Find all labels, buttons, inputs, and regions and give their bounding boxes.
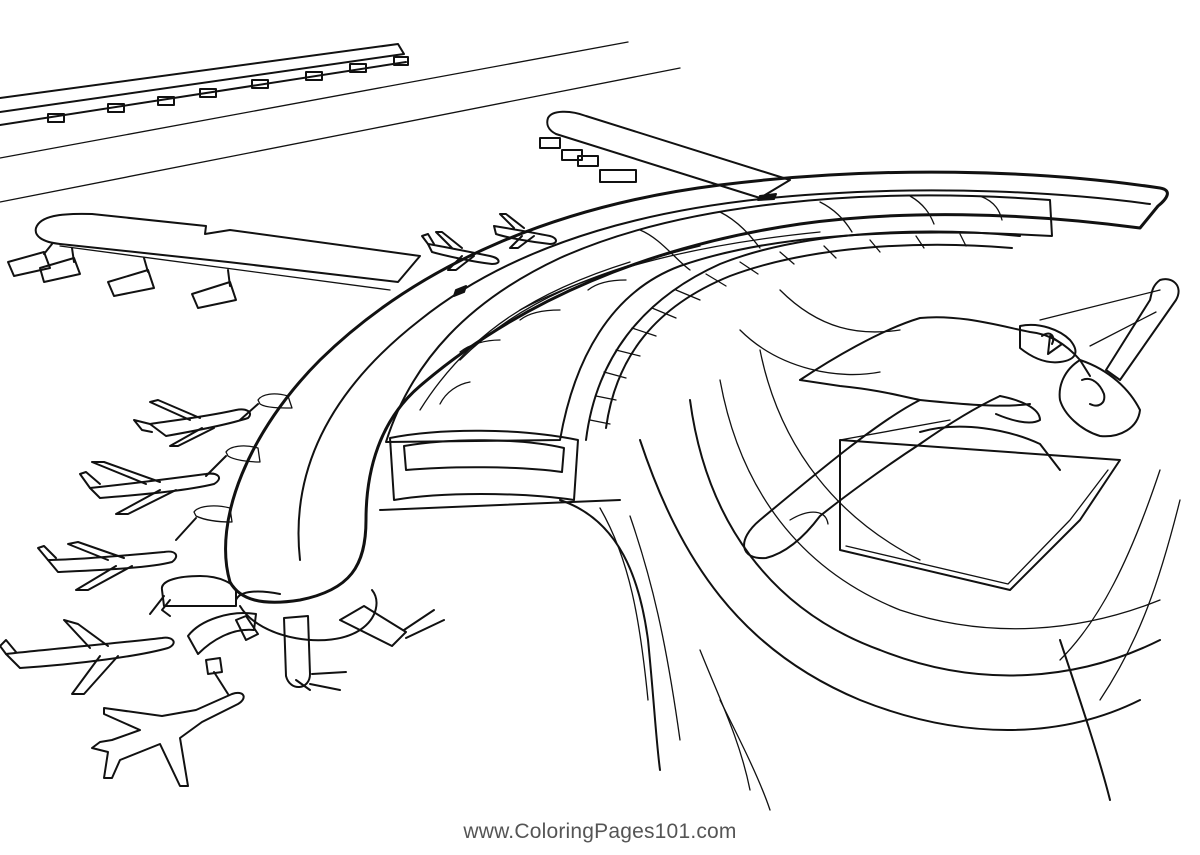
control-tower bbox=[743, 316, 1141, 560]
upper-pier bbox=[539, 110, 791, 199]
terminal-roof bbox=[224, 170, 1169, 604]
watermark-text: www.ColoringPages101.com bbox=[463, 820, 737, 843]
airplane-4 bbox=[0, 619, 175, 695]
airplanes bbox=[0, 213, 557, 787]
left-pier bbox=[7, 212, 421, 309]
gate-hub bbox=[149, 393, 445, 695]
airplane-5 bbox=[91, 692, 245, 787]
roads bbox=[379, 349, 1181, 811]
airplane-3 bbox=[37, 541, 178, 591]
airplane-2 bbox=[79, 461, 221, 515]
pier-gates bbox=[7, 243, 237, 309]
runway-lights bbox=[47, 56, 409, 123]
airplane-7 bbox=[493, 213, 557, 249]
inner-roof bbox=[385, 194, 1053, 443]
airplane-1 bbox=[133, 399, 252, 447]
airplane-6 bbox=[421, 231, 500, 271]
terminal-entrance bbox=[389, 429, 579, 501]
right-structures bbox=[739, 278, 1180, 591]
colonnade bbox=[585, 230, 1021, 441]
runway bbox=[0, 41, 681, 203]
